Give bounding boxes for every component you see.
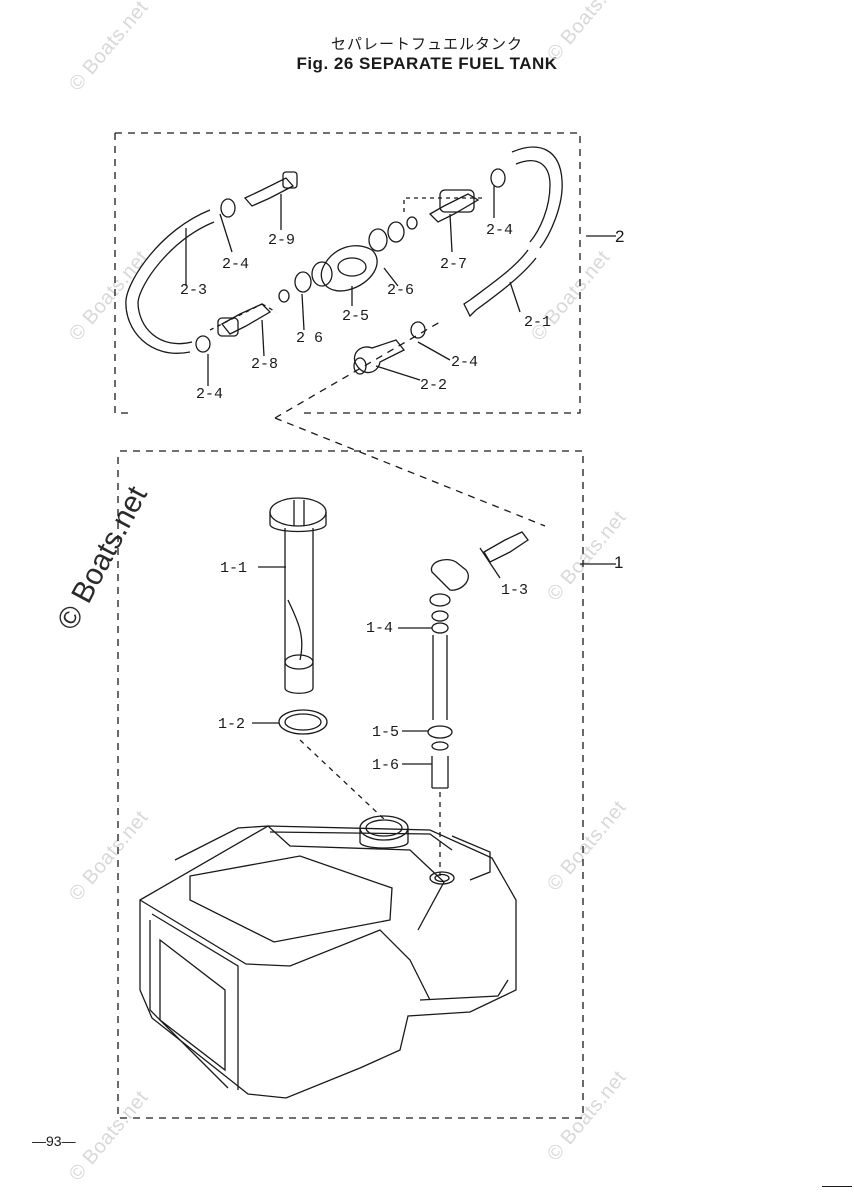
pickup-o-ring <box>427 725 453 739</box>
callout-2-2: 2-2 <box>420 377 447 394</box>
hose-clamp <box>410 321 426 339</box>
primer-bulb <box>320 245 378 292</box>
connection-line <box>274 321 441 419</box>
callout-2-9: 2-9 <box>268 232 295 249</box>
callout-2-3: 2-3 <box>180 282 207 299</box>
assembly-2-boundary <box>114 132 581 414</box>
callout-1-3: 1-3 <box>501 582 528 599</box>
tank-side-connector <box>428 193 480 223</box>
hose-clamp <box>195 335 211 353</box>
assembly-bracket <box>209 303 277 331</box>
filler-gasket <box>278 709 328 735</box>
page-edge-mark <box>822 1186 852 1187</box>
page-number: —93— <box>32 1133 76 1149</box>
callout-2-7: 2-7 <box>440 256 467 273</box>
watermark-layer: © Boats.net © Boats.net © Boats.net © Bo… <box>51 0 631 1185</box>
watermark-text: © Boats.net <box>543 797 631 896</box>
callout-1-4: 1-4 <box>366 620 393 637</box>
hose-clamp <box>490 168 506 188</box>
assembly-boundaries <box>114 132 584 1119</box>
fuel-hose <box>515 160 551 243</box>
fuel-hose <box>137 221 215 345</box>
check-valve <box>294 271 312 293</box>
watermark-text: © Boats.net <box>543 1067 631 1166</box>
connection-line <box>274 417 546 527</box>
callout-1-1: 1-1 <box>220 560 247 577</box>
tank-fitting <box>483 531 529 563</box>
install-line <box>299 739 441 876</box>
fuel-pickup-tube <box>429 558 469 720</box>
watermark-text: © Boats.net <box>65 0 153 95</box>
engine-side-connector-body <box>217 317 239 337</box>
callout-2-8: 2-8 <box>251 356 278 373</box>
hose-clamp <box>220 198 236 218</box>
callout-2-4: 2-4 <box>486 222 513 239</box>
leader-lines <box>185 186 616 765</box>
tank-side-connector-body <box>439 189 475 213</box>
callout-2-5: 2-5 <box>342 308 369 325</box>
figure-title: Fig. 26 SEPARATE FUEL TANK <box>296 54 558 73</box>
fuel-hose-end <box>463 299 477 318</box>
callout-labels: 2 1 2-9 2-4 2-3 2-4 2-7 2-6 2-5 2 6 2-1 … <box>180 222 624 774</box>
watermark-text: © Boats.net <box>65 807 153 906</box>
fuel-hose <box>475 257 537 311</box>
fuel-hose <box>125 209 211 354</box>
check-valve <box>278 289 290 303</box>
primer-bulb-inner <box>337 257 367 277</box>
fuel-hose <box>469 249 529 301</box>
fuel-hose-assembly <box>125 146 563 375</box>
fuel-filter <box>431 741 449 789</box>
callout-2-6: 2-6 <box>387 282 414 299</box>
callout-2-4: 2-4 <box>196 386 223 403</box>
callout-assembly-2: 2 <box>615 227 624 246</box>
callout-2-1: 2-1 <box>524 314 551 331</box>
figure-title-japanese: セパレートフュエルタンク <box>330 35 523 53</box>
callout-2-4: 2-4 <box>222 256 249 273</box>
fuel-hose <box>511 146 563 249</box>
assembly-1-boundary <box>117 450 584 1119</box>
check-valve <box>406 216 418 230</box>
watermark-main: © Boats.net <box>51 480 154 635</box>
fuel-tank-body <box>139 815 517 1099</box>
fuel-tank-parts <box>139 497 529 1099</box>
callout-2-4: 2-4 <box>451 354 478 371</box>
callout-2-6: 2 6 <box>296 330 323 347</box>
callout-1-5: 1-5 <box>372 724 399 741</box>
engine-side-connector <box>221 303 272 335</box>
watermark-text: © Boats.net <box>65 1087 153 1186</box>
watermark-text: © Boats.net <box>543 0 631 65</box>
bulb-end <box>311 261 333 287</box>
callout-assembly-1: 1 <box>614 553 623 572</box>
hose-connector <box>243 177 295 207</box>
bulb-end <box>368 228 388 252</box>
callout-1-2: 1-2 <box>218 716 245 733</box>
fuel-joint-face <box>353 357 367 375</box>
check-valve <box>387 221 405 243</box>
callout-1-6: 1-6 <box>372 757 399 774</box>
filler-cap <box>269 497 327 694</box>
hose-connector-body <box>282 171 298 189</box>
